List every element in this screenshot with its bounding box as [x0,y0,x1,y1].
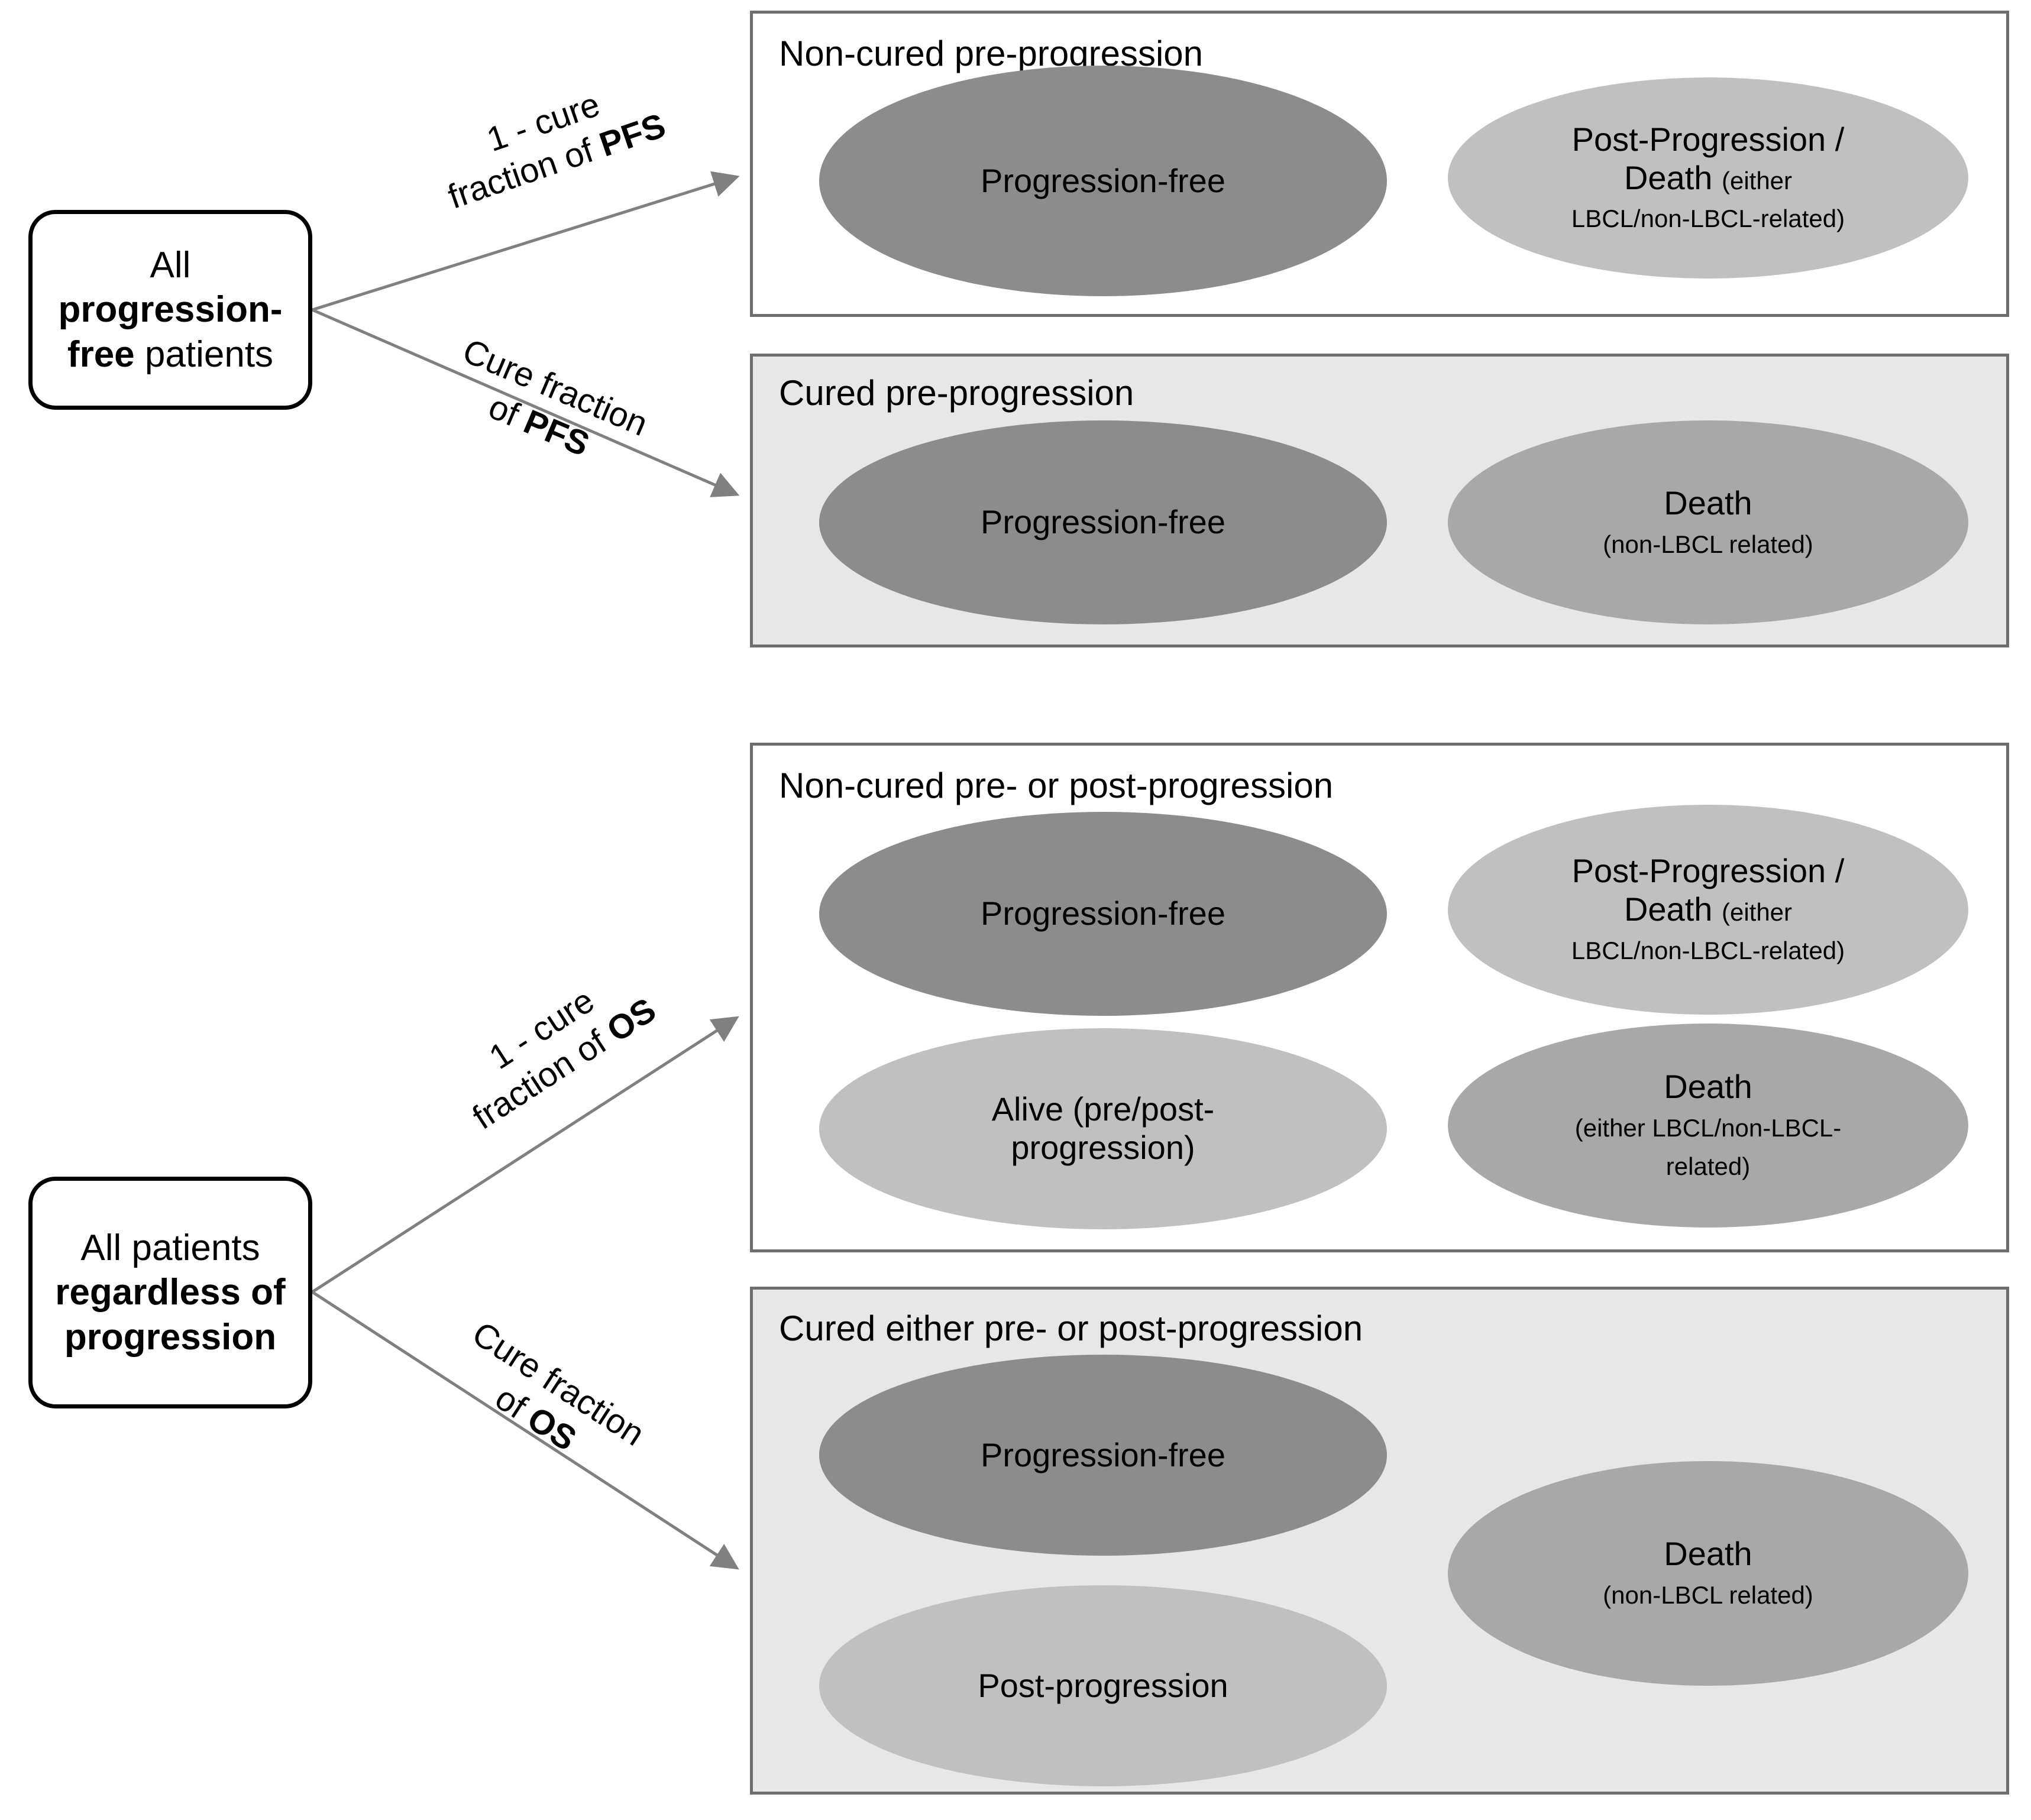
state-death-line1: Death [1664,1535,1752,1573]
state-pp-death-line1: Post-Progression / [1571,120,1845,158]
state-post-progression-death[interactable]: Post-Progression / Death (either LBCL/no… [1448,805,1968,1015]
panel-3-title: Non-cured pre- or post-progression [779,766,1334,805]
edge-label-pfs-noncure: 1 - cure fraction of PFS [408,59,692,225]
state-alive-line1: Alive (pre/post- [991,1090,1215,1128]
state-death-either[interactable]: Death (either LBCL/non-LBCL- related) [1448,1024,1968,1228]
state-death-either-sub2: related) [1665,1152,1751,1180]
state-pp-death-sub1: (either [1721,166,1793,195]
state-post-progression-death[interactable]: Post-Progression / Death (either LBCL/no… [1448,77,1968,278]
state-pp-death-sub2: LBCL/non-LBCL-related) [1571,205,1845,233]
state-pp-death-line2: Death [1623,158,1722,196]
state-alive-pre-post[interactable]: Alive (pre/post- progression) [819,1028,1387,1229]
panel-1-title: Non-cured pre-progression [779,34,1204,73]
state-progression-free-label: Progression-free [981,1436,1225,1474]
source1-line1-plain: All [150,244,191,286]
source-box-all-progression-free[interactable]: All progression- free patients [28,210,312,410]
source1-line2-plain: patients [134,333,274,375]
state-progression-free[interactable]: Progression-free [819,66,1387,296]
edge-label-pfs-cure: Cure fraction of PFS [403,315,691,499]
state-death-sub: (non-LBCL related) [1603,530,1813,558]
edge-label-os-cure: Cure fraction of OS [408,1291,686,1511]
source2-line2-bold: regardless of [55,1272,286,1313]
panel-cured-either-pre-or-post-progression[interactable]: Cured either pre- or post-progression Pr… [750,1287,2009,1795]
state-pp-death-sub1: (either [1721,898,1793,927]
edge-pfs-noncure [312,171,740,312]
state-post-progression[interactable]: Post-progression [819,1585,1387,1786]
source-box-all-patients[interactable]: All patients regardless of progression [28,1177,312,1408]
state-progression-free-label: Progression-free [981,161,1225,199]
state-death-non-lbcl[interactable]: Death (non-LBCL related) [1448,420,1968,624]
state-progression-free[interactable]: Progression-free [819,812,1387,1016]
edge-label-os-noncure: 1 - cure fraction of OS [414,936,692,1157]
state-progression-free-label: Progression-free [981,895,1225,932]
state-death-either-sub1: (either LBCL/non-LBCL- [1574,1114,1842,1142]
source2-line3-bold-alt: progression [64,1316,277,1358]
panel-4-title: Cured either pre- or post-progression [779,1309,1363,1348]
source1-line2-bold: free [67,333,135,375]
source1-line1-bold: progression- [58,289,283,331]
state-death-non-lbcl[interactable]: Death (non-LBCL related) [1448,1461,1968,1686]
source2-line1-plain: All patients [80,1227,260,1268]
panel-2-title: Cured pre-progression [779,373,1134,413]
state-death-sub: (non-LBCL related) [1603,1581,1813,1609]
panel-non-cured-pre-or-post-progression[interactable]: Non-cured pre- or post-progression Progr… [750,743,2009,1252]
state-pp-death-line1: Post-Progression / [1571,852,1845,890]
state-death-line1: Death [1664,484,1752,522]
panel-non-cured-pre-progression[interactable]: Non-cured pre-progression Progression-fr… [750,11,2009,317]
state-progression-free-label: Progression-free [981,503,1225,541]
state-death-either-line1: Death [1664,1068,1752,1106]
panel-cured-pre-progression[interactable]: Cured pre-progression Progression-free D… [750,354,2009,647]
state-pp-death-line2: Death [1623,890,1722,928]
state-progression-free[interactable]: Progression-free [819,1355,1387,1556]
state-progression-free[interactable]: Progression-free [819,420,1387,624]
state-post-progression-label: Post-progression [978,1666,1228,1704]
state-pp-death-sub2: LBCL/non-LBCL-related) [1571,936,1845,964]
state-alive-line2: progression) [1011,1129,1195,1166]
